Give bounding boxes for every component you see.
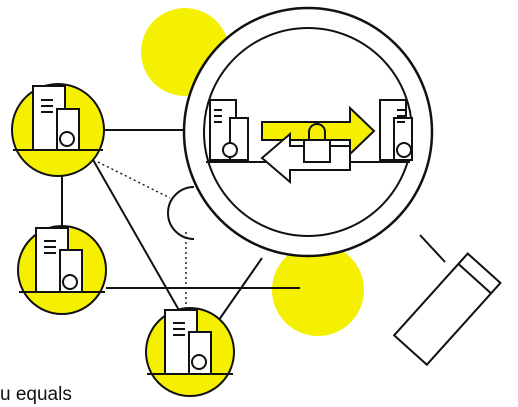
server-node-bottom-center xyxy=(145,307,235,397)
arrow-right-icon xyxy=(261,105,376,157)
lock-icon xyxy=(303,123,331,163)
magnifying-glass-icon xyxy=(182,6,502,367)
lens-server-right xyxy=(379,99,413,161)
caption-text: u equals xyxy=(0,384,72,405)
server-node-middle-left xyxy=(17,225,107,315)
dotted-links xyxy=(97,161,187,312)
lens-server-left xyxy=(209,99,249,161)
connector-arc xyxy=(167,186,195,240)
yellow-blob-bottom xyxy=(272,244,364,336)
network-links xyxy=(61,129,300,328)
server-node-top-left xyxy=(11,83,105,177)
